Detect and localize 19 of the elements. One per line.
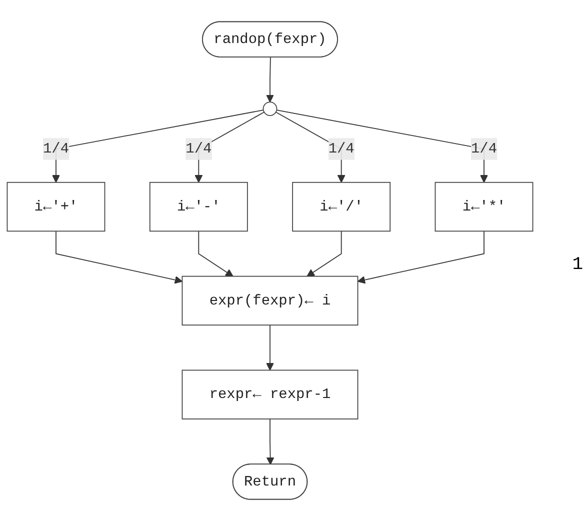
- arrow: [306, 230, 342, 277]
- node-box: i←'/': [292, 182, 391, 232]
- node-box: rexpr← rexpr-1: [182, 370, 358, 420]
- edge-label: 1/4: [328, 140, 354, 158]
- arrow: [266, 418, 274, 465]
- node-box: i←'-': [149, 182, 248, 232]
- edge-label: 1/4: [471, 140, 498, 158]
- edge-label: 1/4: [186, 140, 212, 158]
- arrow: [266, 56, 274, 102]
- node-circle: [262, 102, 278, 116]
- node-box: i←'+': [6, 182, 106, 232]
- arrow: [266, 324, 274, 371]
- edge-label: 1/4: [42, 140, 69, 158]
- node-box: i←'*': [434, 182, 534, 232]
- arrow: [357, 230, 484, 284]
- note-text: 1: [572, 255, 583, 275]
- node-box: expr(fexpr)← i: [182, 276, 358, 326]
- arrow: [198, 230, 234, 277]
- arrow: [56, 230, 183, 284]
